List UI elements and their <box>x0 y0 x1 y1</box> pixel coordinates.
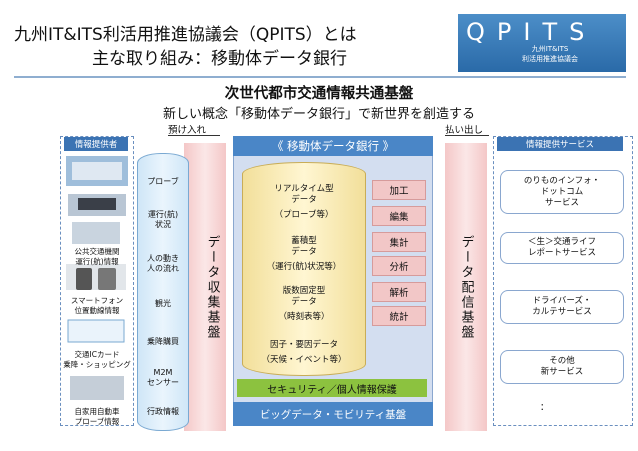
deposit-item-probe: プローブ <box>147 177 179 186</box>
logo-subtitle-2: 利活用推進協議会 <box>522 55 578 63</box>
process-processing: 加工 <box>372 180 426 200</box>
process-analysis: 分析 <box>372 256 426 276</box>
delivery-bar-label: データ配信基盤 <box>458 234 474 340</box>
provider-smartphone: スマートフォン 位置動線情報 <box>70 296 124 315</box>
service-ellipsis: ： <box>540 403 550 413</box>
db-fixed-title: 版数固定型 データ <box>282 286 326 307</box>
bank-header: 《 移動体データ銀行 》 <box>233 136 433 156</box>
service-tag: 情報提供サービス <box>497 137 623 151</box>
service-norimono-info: のりものインフォ・ ドットコム サービス <box>500 170 624 214</box>
collection-bar-label: データ収集基盤 <box>204 234 220 340</box>
header-title-line1: 九州IT&ITS利活用推進協議会（QPITS）とは <box>14 25 357 45</box>
deposit-cylinder <box>137 153 189 431</box>
provider-panel <box>60 136 134 426</box>
header-title-line2: 主な取り組み：移動体データ銀行 <box>92 49 347 69</box>
data-delivery-bar: データ配信基盤 <box>445 143 487 431</box>
bus-body <box>72 162 122 180</box>
deposit-underline <box>168 135 220 136</box>
deposit-item-purchase: 乗降購買 <box>147 337 179 346</box>
db-fixed-sub: （時刻表等） <box>278 312 330 322</box>
data-store-cylinder <box>242 162 366 376</box>
deposit-item-government: 行政情報 <box>147 407 179 416</box>
ic-card-icon <box>67 319 125 343</box>
provider-private-car: 自家用自動車 プローブ情報 <box>74 407 120 426</box>
provider-public-transit: 公共交通機関 運行(航)情報 <box>74 247 120 266</box>
deposit-item-m2m: M2M センサー <box>147 368 179 387</box>
provider-thumbnails <box>66 156 128 400</box>
db-factor-sub: （天候・イベント等） <box>261 355 347 365</box>
process-statistics: 統計 <box>372 306 426 326</box>
data-collection-bar: データ収集基盤 <box>184 143 226 431</box>
db-stored-title: 蓄積型 データ <box>291 236 317 257</box>
provider-tag: 情報提供者 <box>64 137 128 151</box>
db-stored-sub: （運行(航)状況等） <box>266 262 342 272</box>
withdraw-underline <box>445 135 489 136</box>
label-deposit: 預け入れ <box>168 125 207 136</box>
subtitle: 新しい概念「移動体データ銀行」で新世界を創造する <box>162 107 475 122</box>
header-divider <box>14 76 626 78</box>
service-life-report: ＜生＞交通ライフ レポートサービス <box>500 232 624 264</box>
private-car-photo <box>70 376 124 400</box>
phone-icon <box>76 268 92 290</box>
service-other: その他 新サービス <box>500 350 624 384</box>
logo-subtitle-1: 九州IT&ITS <box>531 45 569 53</box>
security-privacy-bar: セキュリティ／個人情報保護 <box>237 379 427 397</box>
process-interpretation: 解析 <box>372 282 426 302</box>
bank-footer: ビッグデータ・モビリティ基盤 <box>233 402 433 426</box>
label-withdraw: 払い出し <box>445 125 484 136</box>
process-aggregation: 集計 <box>372 232 426 252</box>
provider-ic-card: 交通ICカード 乗降・ショッピング <box>63 350 131 369</box>
service-driver-karte: ドライバーズ・ カルテサービス <box>500 290 624 324</box>
phone-photo <box>66 264 126 290</box>
deposit-item-tourism: 観光 <box>155 299 171 308</box>
qpits-logo <box>458 14 626 72</box>
tablet-icon <box>98 268 116 290</box>
train-photo <box>72 222 120 244</box>
car-body <box>78 198 116 210</box>
main-title: 次世代都市交通情報共通基盤 <box>224 86 414 102</box>
logo-letters: QPITS <box>466 18 597 46</box>
db-realtime-title: リアルタイム型 データ <box>274 184 334 205</box>
deposit-item-people-flow: 人の動き 人の流れ <box>147 254 179 273</box>
service-panel <box>493 136 633 426</box>
process-editing: 編集 <box>372 206 426 226</box>
deposit-item-operation: 運行(航) 状況 <box>147 210 179 229</box>
db-realtime-sub: （プローブ等） <box>274 210 334 220</box>
db-factor-title: 因子・要因データ <box>269 340 338 350</box>
